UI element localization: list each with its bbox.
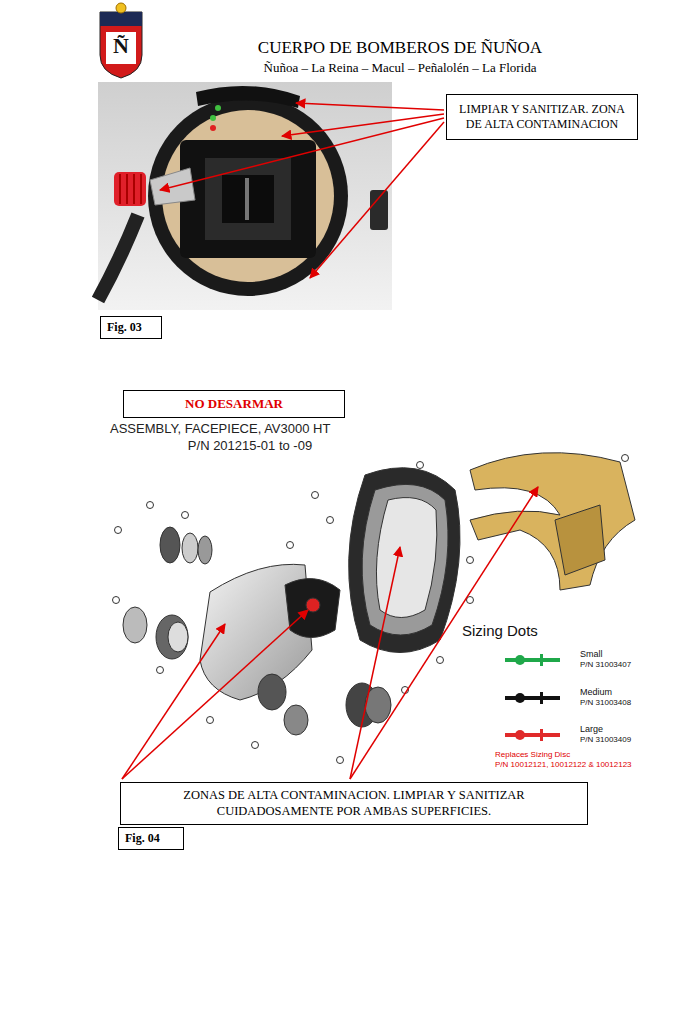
leader-arrows (160, 103, 444, 278)
figure-label: Fig. 04 (118, 827, 184, 850)
box-text: Fig. 03 (107, 320, 155, 335)
size-name: Large (580, 724, 670, 734)
part-number: P/N 31003407 (580, 660, 670, 669)
part-number: P/N 201215-01 to -09 (110, 438, 390, 453)
callout-box: LIMPIAR Y SANITIZAR. ZONA DE ALTA CONTAM… (446, 94, 638, 140)
box-text: Fig. 04 (125, 831, 177, 846)
callout-box: ZONAS DE ALTA CONTAMINACION. LIMPIAR Y S… (120, 782, 588, 825)
regulator-photo (98, 82, 392, 310)
size-name: Medium (580, 687, 670, 697)
page-title: CUERPO DE BOMBEROS DE ÑUÑOA (140, 38, 660, 58)
part-number: P/N 31003409 (580, 735, 670, 744)
box-text: NO DESARMAR (130, 396, 338, 412)
box-text: LIMPIAR Y SANITIZAR. ZONA DE ALTA CONTAM… (455, 102, 629, 132)
assembly-title: ASSEMBLY, FACEPIECE, AV3000 HT (110, 421, 430, 436)
warning-box: NO DESARMAR (123, 390, 345, 418)
subtitle: Ñuñoa – La Reina – Macul – Peñalolén – L… (140, 60, 660, 76)
legend-title: Sizing Dots (462, 622, 582, 639)
sizing-dot-symbols (505, 654, 560, 741)
note: Replaces Sizing Disc (495, 750, 665, 759)
logo (100, 3, 142, 78)
box-text: ZONAS DE ALTA CONTAMINACION. LIMPIAR Y S… (129, 787, 579, 820)
figure-label: Fig. 03 (100, 316, 162, 339)
size-name: Small (580, 649, 670, 659)
part-number: P/N 31003408 (580, 698, 670, 707)
note: P/N 10012121, 10012122 & 10012123 (495, 760, 670, 769)
logo-letter: Ñ (106, 33, 136, 59)
